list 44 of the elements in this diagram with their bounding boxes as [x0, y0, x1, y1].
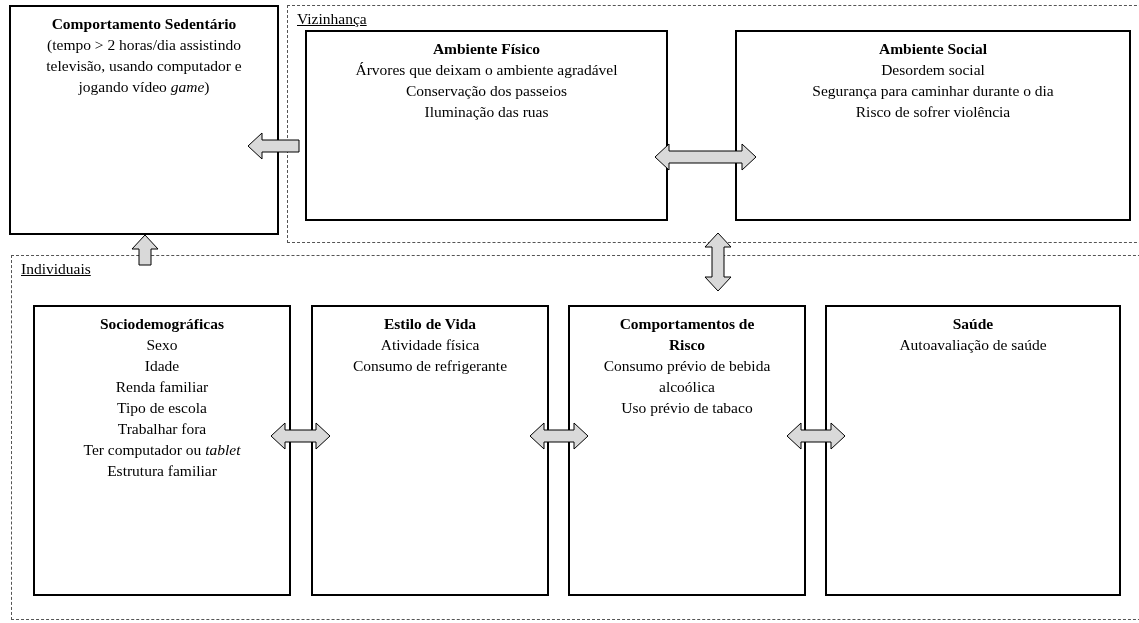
list-item: Segurança para caminhar durante o dia — [811, 81, 1055, 101]
group-title: Vizinhança — [297, 10, 367, 28]
box-heading: Comportamentos de Risco — [618, 314, 756, 355]
block-arrow — [529, 422, 589, 450]
description-text: (tempo > 2 horas/dia assistindo televisão, usando computador e jogando vídeo game) — [45, 35, 243, 97]
block-arrow — [704, 232, 732, 292]
list-item: Consumo de refrigerante — [351, 356, 509, 376]
list-item: Sexo — [145, 335, 179, 355]
block-arrow — [270, 422, 331, 450]
box-heading: Ambiente Social — [877, 39, 989, 59]
dashed-group-region — [11, 255, 1139, 620]
box-heading: Ambiente Físico — [431, 39, 542, 59]
list-item: Árvores que deixam o ambiente agradável — [354, 60, 619, 80]
block-arrow — [131, 234, 159, 266]
box-heading: Comportamento Sedentário — [50, 14, 238, 34]
block-arrow — [247, 132, 300, 160]
content-box — [33, 305, 291, 596]
list-item: Trabalhar fora — [116, 419, 208, 439]
list-item: Autoavaliação de saúde — [898, 335, 1048, 355]
content-box — [311, 305, 549, 596]
dashed-group-region — [287, 5, 1139, 243]
list-item: Conservação dos passeios — [405, 81, 568, 101]
content-box — [735, 30, 1131, 221]
box-heading: Sociodemográficas — [99, 314, 225, 334]
group-title: Individuais — [21, 260, 91, 278]
content-box — [568, 305, 806, 596]
content-box — [305, 30, 668, 221]
content-box — [9, 5, 279, 235]
list-item: Ter computador ou tablet — [82, 440, 242, 460]
block-arrow — [786, 422, 846, 450]
list-item: Idade — [143, 356, 181, 376]
list-item: Desordem social — [880, 60, 986, 80]
list-item: Tipo de escola — [116, 398, 208, 418]
list-item: Risco de sofrer violência — [854, 102, 1012, 122]
list-item: Atividade física — [379, 335, 481, 355]
list-item: Estrutura familiar — [106, 461, 218, 481]
list-item: Renda familiar — [114, 377, 210, 397]
list-item: Consumo prévio de bebida alcoólica — [602, 356, 772, 397]
content-box — [825, 305, 1121, 596]
list-item: Iluminação das ruas — [423, 102, 550, 122]
box-heading: Estilo de Vida — [382, 314, 478, 334]
list-item: Uso prévio de tabaco — [620, 398, 754, 418]
block-arrow — [654, 143, 757, 171]
box-heading: Saúde — [951, 314, 995, 334]
